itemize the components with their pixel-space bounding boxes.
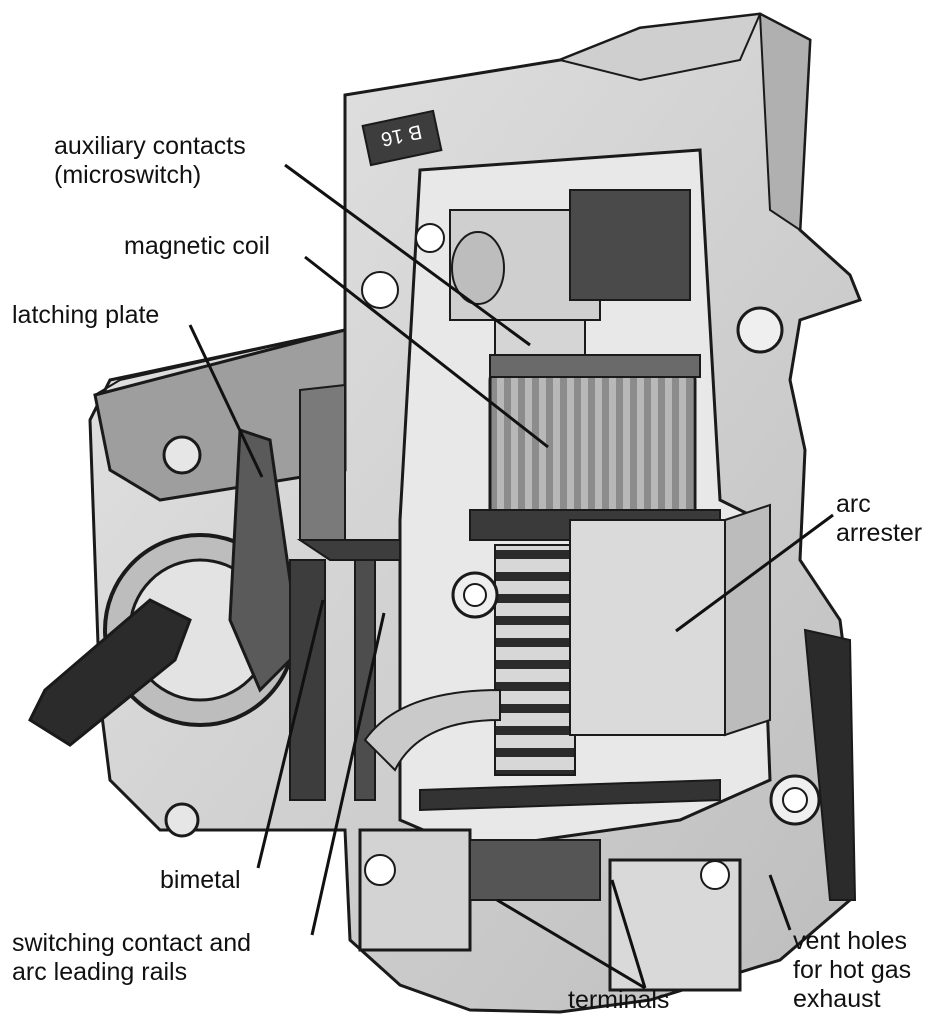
magnetic-coil-shape (469, 354, 721, 541)
label-vent-holes: vent holes for hot gas exhaust (793, 927, 912, 1013)
label-magnetic-coil: magnetic coil (124, 232, 270, 260)
leader-arc-arrester (675, 513, 834, 633)
leader-terminals-2 (610, 879, 647, 989)
leader-terminals-1 (496, 898, 646, 990)
label-switching-contact: switching contact and arc leading rails (12, 929, 252, 986)
label-bimetal: bimetal (160, 866, 241, 894)
leader-latching-plate (188, 324, 264, 478)
label-latching-plate: latching plate (12, 301, 160, 329)
arc-arrester-shape (494, 503, 771, 776)
vent-holes-shape (361, 223, 857, 901)
label-auxiliary-contacts: auxiliary contacts (microswitch) (54, 132, 246, 189)
leader-magnetic-coil (304, 255, 549, 449)
label-terminals: terminals (568, 986, 670, 1014)
latching-mechanism (28, 383, 346, 838)
leader-vent-holes (768, 874, 792, 931)
label-arc-arrester: arc arrester (836, 490, 923, 547)
leader-auxiliary-contacts (284, 163, 531, 347)
microswitch (449, 189, 691, 359)
leader-bimetal (256, 599, 325, 869)
arc-rails-shape (296, 539, 721, 812)
device-marking: B 16 (361, 109, 443, 167)
leader-switching-contact (310, 612, 386, 936)
terminals-shape (358, 828, 742, 992)
leader-lines (188, 163, 834, 990)
